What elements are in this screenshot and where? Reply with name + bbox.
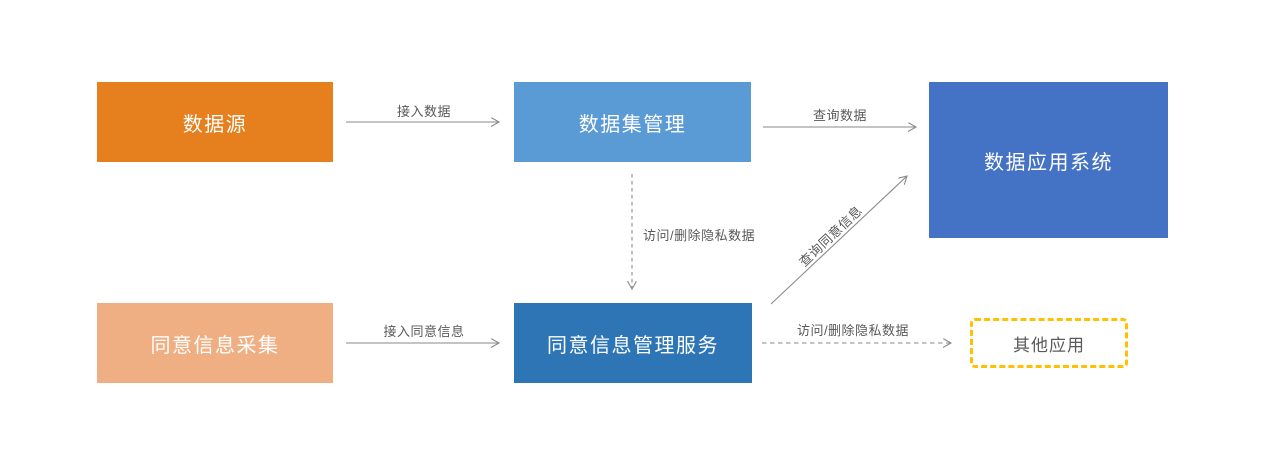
node-dataset-management: 数据集管理	[514, 82, 751, 162]
node-consent-collection-label: 同意信息采集	[150, 334, 280, 357]
edge-label-access-delete-private-vertical: 访问/删除隐私数据	[643, 228, 756, 243]
node-data-application-system: 数据应用系统	[929, 82, 1168, 238]
edge-label-access-data: 接入数据	[396, 104, 451, 119]
node-consent-management-service: 同意信息管理服务	[514, 303, 752, 383]
edge-label-access-consent-info: 接入同意信息	[383, 324, 465, 339]
node-data-application-system-label: 数据应用系统	[984, 151, 1113, 174]
edge-query-consent-info	[770, 176, 907, 305]
node-consent-collection: 同意信息采集	[97, 303, 333, 383]
node-other-applications: 其他应用	[970, 318, 1128, 368]
node-consent-management-service-label: 同意信息管理服务	[547, 334, 719, 357]
node-data-source: 数据源	[97, 82, 333, 162]
edge-label-access-delete-private-horizontal: 访问/删除隐私数据	[796, 323, 910, 338]
edge-label-query-data: 查询数据	[812, 108, 867, 123]
node-data-source-label: 数据源	[182, 113, 248, 136]
node-dataset-management-label: 数据集管理	[578, 113, 687, 136]
node-other-applications-label: 其他应用	[1013, 335, 1085, 355]
